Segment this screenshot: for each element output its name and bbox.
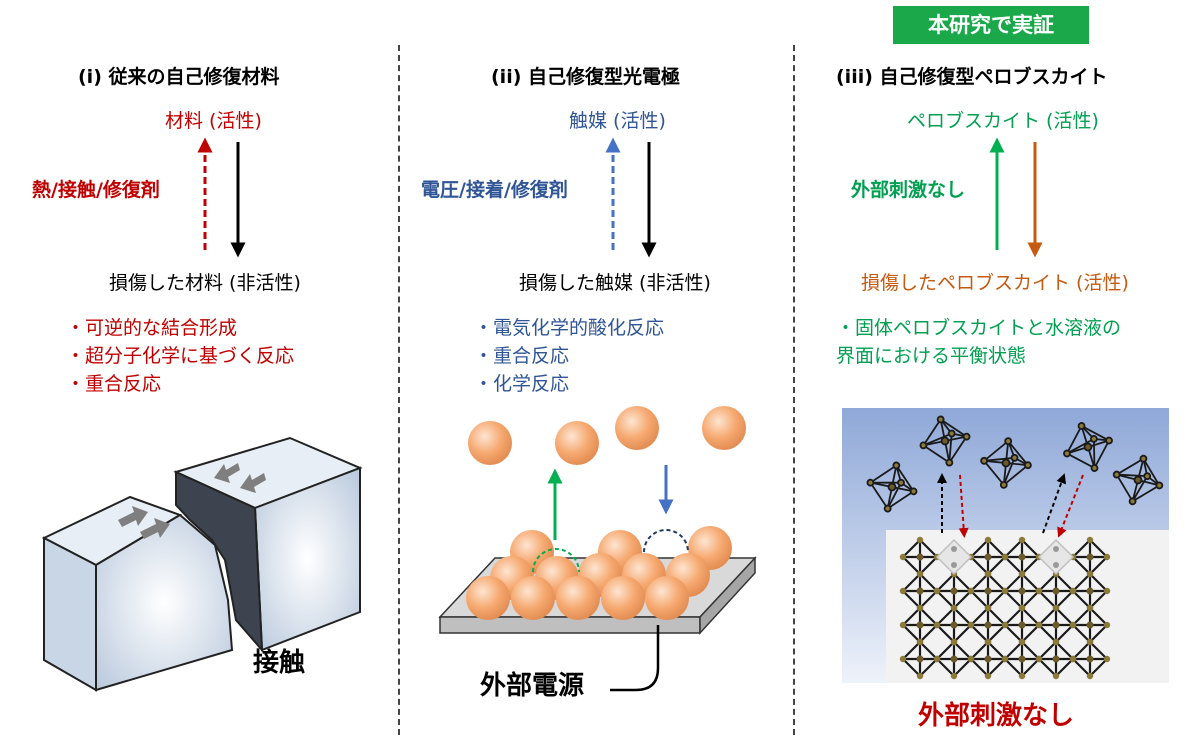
col3-damaged-label: 損傷したペロブスカイト (活性) [861,272,1129,294]
perovskite-illustration [842,408,1169,683]
contact-label: 接触 [253,648,306,678]
col3-bullet-list: ・固体ペロブスカイトと水溶液の 界面における平衡状態 [836,314,1121,370]
col3-title: (iii) 自己修復型ペロブスカイト [836,66,1108,88]
broken-cube-illustration [41,436,363,692]
col2-bullet: ・化学反応 [474,373,570,395]
col2-title: (ii) 自己修復型光電極 [491,66,681,88]
col1-repair-label: 熱/接触/修復剤 [32,179,160,201]
col2-bullet: ・重合反応 [474,345,570,367]
col3-bullet: 界面における平衡状態 [836,345,1027,367]
col1-bullet: ・超分子化学に基づく反応 [66,345,295,367]
col3-active-label: ペロブスカイト (活性) [907,110,1099,132]
col2-bullet: ・電気化学的酸化反応 [474,317,665,339]
col1-title: (i) 従来の自己修復材料 [78,66,280,88]
col1-bullet-list: ・可逆的な結合形成 ・超分子化学に基づく反応 ・重合反応 [66,314,294,398]
column-divider-1 [398,45,400,735]
col3-stimulus-label: 外部刺激なし [851,179,966,201]
col1-bullet: ・可逆的な結合形成 [66,317,238,339]
col2-damaged-label: 損傷した触媒 (非活性) [519,272,711,294]
col2-active-label: 触媒 (活性) [569,110,666,132]
photoelectrode-illustration [438,406,757,692]
no-stimulus-label: 外部刺激なし [918,701,1075,731]
col3-bullet: ・固体ペロブスカイトと水溶液の [836,317,1122,339]
col1-bullet: ・重合反応 [66,373,162,395]
this-study-badge: 本研究で実証 [893,6,1089,44]
external-power-label: 外部電源 [480,671,585,701]
column-divider-2 [793,45,795,735]
col1-active-label: 材料 (活性) [165,110,262,132]
col2-bullet-list: ・電気化学的酸化反応 ・重合反応 ・化学反応 [474,314,664,398]
col2-repair-label: 電圧/接着/修復剤 [421,179,568,201]
col1-damaged-label: 損傷した材料 (非活性) [109,272,301,294]
